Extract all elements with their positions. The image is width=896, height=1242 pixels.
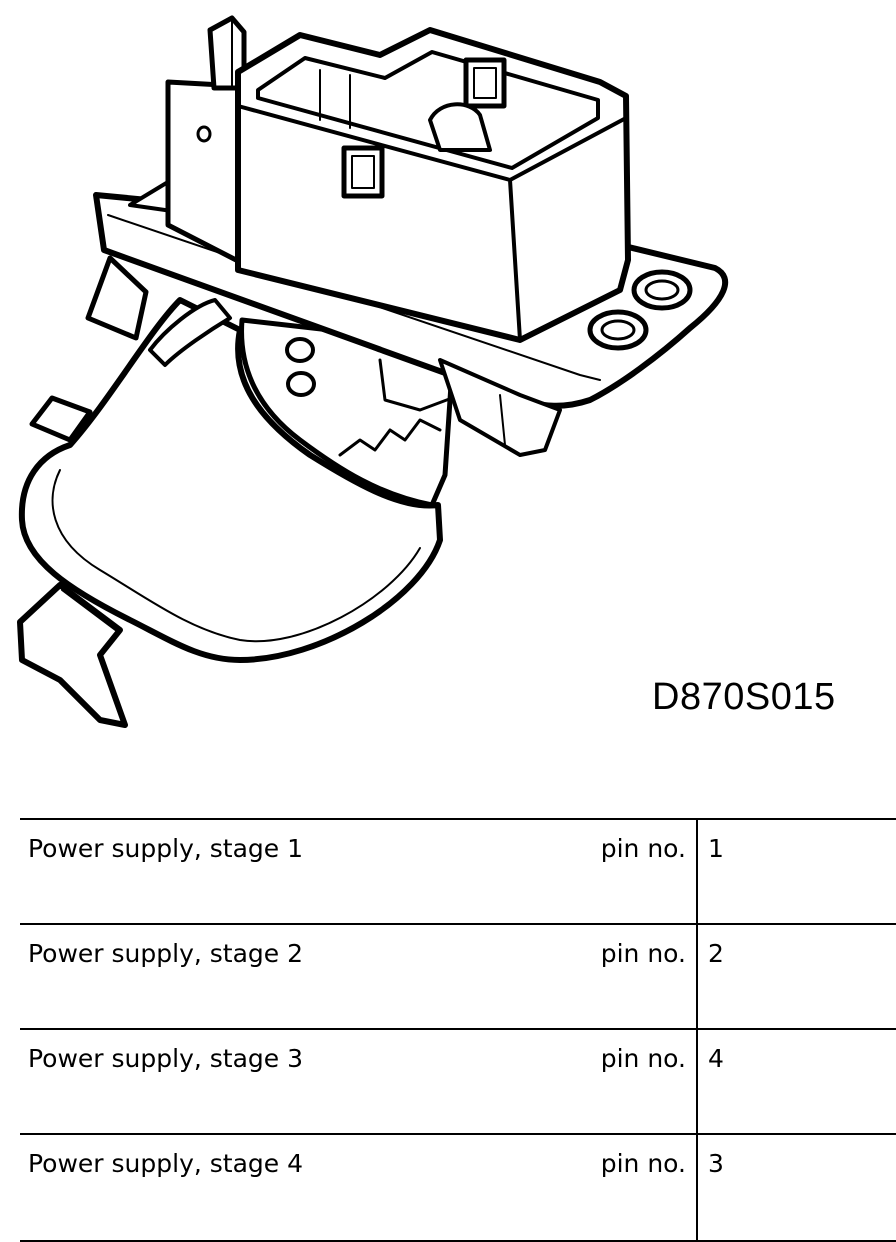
row-description: Power supply, stage 4 [20, 1133, 588, 1242]
left-lower-tab [29, 395, 93, 443]
pin-assignment-table: Power supply, stage 1 pin no. 1 Power su… [20, 818, 896, 1242]
row-description: Power supply, stage 3 [20, 1028, 588, 1134]
inner-terminal [428, 102, 492, 152]
blower-resistor-illustration [17, 15, 729, 728]
pin-label: pin no. [588, 923, 697, 1029]
pin-label: pin no. [588, 1133, 697, 1242]
pin-number: 1 [696, 818, 896, 924]
component-plate [239, 317, 455, 508]
pin-number: 4 [696, 1028, 896, 1134]
lead-wire [148, 298, 232, 367]
pin-number: 3 [696, 1133, 896, 1242]
rivet-upper [285, 337, 315, 363]
rivet-lower [286, 371, 316, 397]
table-row: Power supply, stage 1 pin no. 1 [20, 818, 896, 924]
row-description: Power supply, stage 2 [20, 923, 588, 1029]
side-support [438, 358, 562, 457]
table-row: Power supply, stage 3 pin no. 4 [20, 1028, 896, 1134]
table-row: Power supply, stage 4 pin no. 3 [20, 1133, 896, 1242]
housing-opening [256, 50, 600, 170]
table-row: Power supply, stage 2 pin no. 2 [20, 923, 896, 1029]
pin-label: pin no. [588, 818, 697, 924]
left-mounting-tab [85, 255, 149, 341]
row-description: Power supply, stage 1 [20, 818, 588, 924]
pin-label: pin no. [588, 1028, 697, 1134]
pin-number: 2 [696, 923, 896, 1029]
bottom-flap [17, 582, 128, 728]
side-block-hole [196, 125, 212, 143]
figure-code: D870S015 [652, 676, 836, 718]
